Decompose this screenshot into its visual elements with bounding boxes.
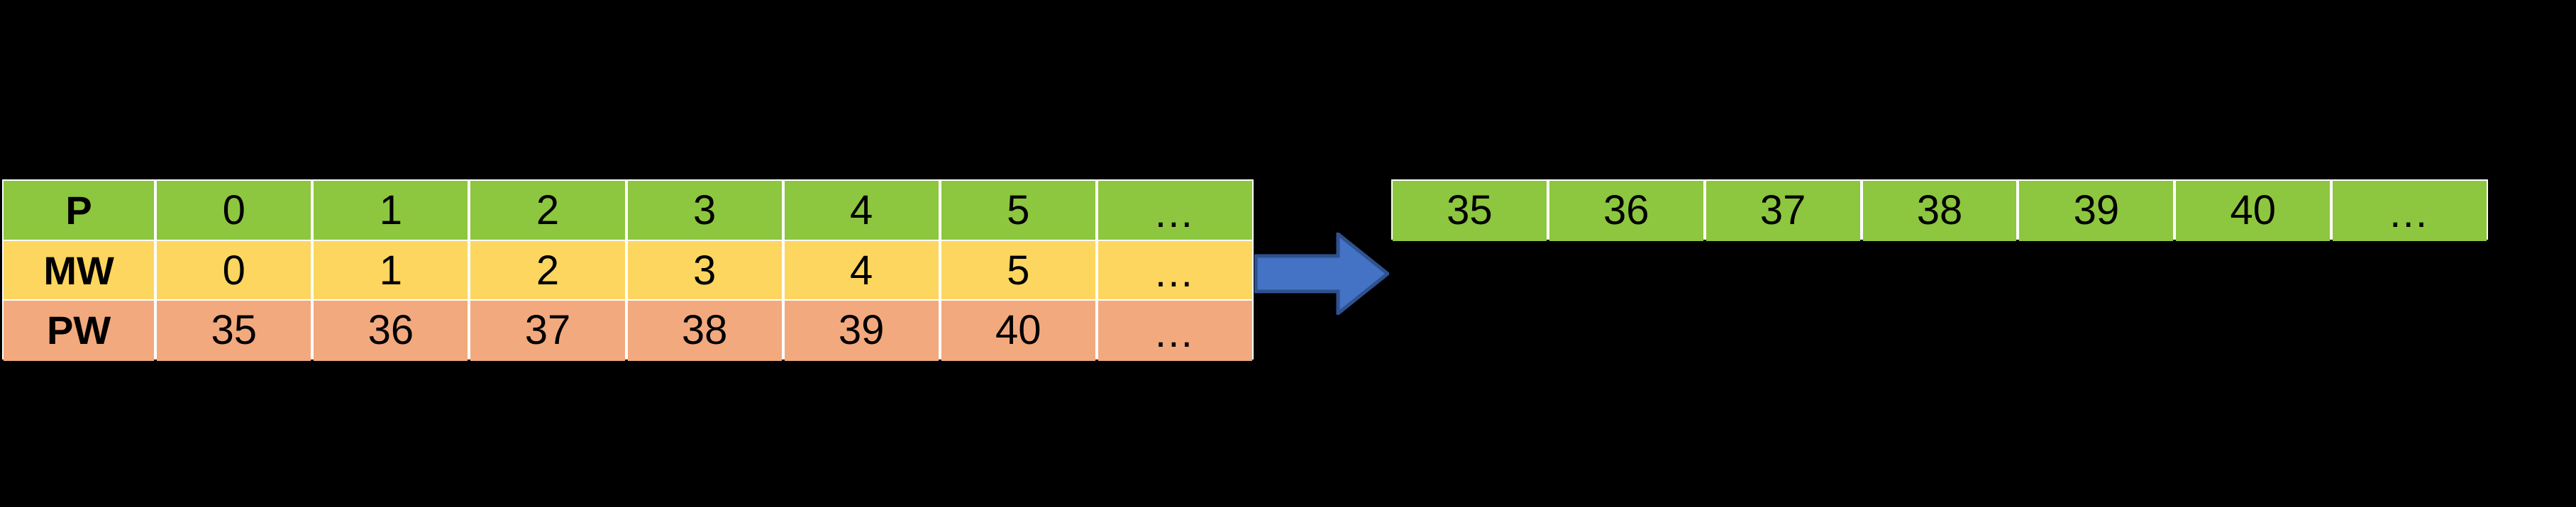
cell-pw-4: 39	[784, 301, 939, 361]
cell-p-5: 5	[941, 181, 1095, 241]
cell-mw-3: 3	[627, 240, 782, 301]
cell-pw-5: 40	[941, 301, 1095, 361]
table-row-mw: MW 0 1 2 3 4 5 …	[2, 239, 1254, 301]
cell-mw-5: 5	[941, 240, 1095, 301]
cell-p-0: 0	[157, 181, 311, 241]
cell-result-5: 40	[2176, 181, 2331, 241]
right-arrow-icon	[1254, 233, 1389, 315]
cell-result-0: 35	[1393, 181, 1547, 241]
cell-pw-3: 38	[627, 301, 782, 361]
table-row-result: 35 36 37 38 39 40 …	[1391, 179, 2488, 241]
arrow-polygon	[1254, 233, 1389, 315]
cell-p-ellipsis: …	[1098, 181, 1252, 241]
cell-result-2: 37	[1706, 181, 1860, 241]
cell-mw-2: 2	[470, 240, 625, 301]
cell-p-3: 3	[627, 181, 782, 241]
cell-p-1: 1	[314, 181, 468, 241]
cell-result-ellipsis: …	[2333, 181, 2487, 241]
table-row-p: P 0 1 2 3 4 5 …	[2, 179, 1254, 241]
row-label-pw: PW	[4, 301, 155, 361]
cell-pw-0: 35	[157, 301, 311, 361]
cell-mw-4: 4	[784, 240, 939, 301]
cell-pw-ellipsis: …	[1098, 301, 1252, 361]
cell-p-2: 2	[470, 181, 625, 241]
source-table: P 0 1 2 3 4 5 … MW 0 1 2 3 4 5 … PW 35 3…	[2, 179, 1254, 361]
row-label-mw: MW	[4, 240, 155, 301]
cell-pw-1: 36	[314, 301, 468, 361]
cell-result-4: 39	[2019, 181, 2174, 241]
cell-mw-0: 0	[157, 240, 311, 301]
row-label-p: P	[4, 181, 155, 241]
cell-result-3: 38	[1862, 181, 2017, 241]
cell-mw-ellipsis: …	[1098, 240, 1252, 301]
cell-p-4: 4	[784, 181, 939, 241]
cell-pw-2: 37	[470, 301, 625, 361]
right-arrow-shape	[1254, 233, 1389, 315]
cell-mw-1: 1	[314, 240, 468, 301]
table-row-pw: PW 35 36 37 38 39 40 …	[2, 299, 1254, 361]
cell-result-1: 36	[1549, 181, 1703, 241]
result-table: 35 36 37 38 39 40 …	[1391, 179, 2488, 241]
